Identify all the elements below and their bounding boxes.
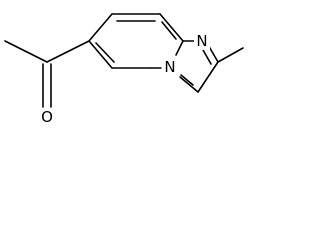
bond-n1-c2-inner <box>202 49 212 65</box>
bond-c2-c3 <box>197 61 219 93</box>
acetyl-group <box>4 40 90 108</box>
bond-c8a-c8 <box>159 13 184 42</box>
chemical-structure-diagram: N N O <box>4 13 244 126</box>
bond-c7-c6 <box>88 40 113 69</box>
bond-c3-n4 <box>179 76 199 93</box>
bond-n4-c8a <box>175 40 184 56</box>
imidazole-ring <box>179 40 244 93</box>
bond-c6-carbonyl <box>46 40 90 63</box>
atom-label-n-bridge: N <box>164 58 175 76</box>
atom-labels: N N O <box>39 32 210 126</box>
bond-c8a-c8-inner <box>161 21 177 40</box>
atom-label-oxygen: O <box>41 108 53 126</box>
pyridine-ring <box>88 13 184 69</box>
bond-c8-c7 <box>88 13 113 42</box>
bond-c2-methyl <box>217 47 244 63</box>
bond-carbonyl-methyl <box>4 40 48 63</box>
bond-c7-c6-inner <box>95 42 115 63</box>
bond-c3-n4-inner <box>180 74 194 86</box>
atom-label-n1: N <box>196 32 207 50</box>
